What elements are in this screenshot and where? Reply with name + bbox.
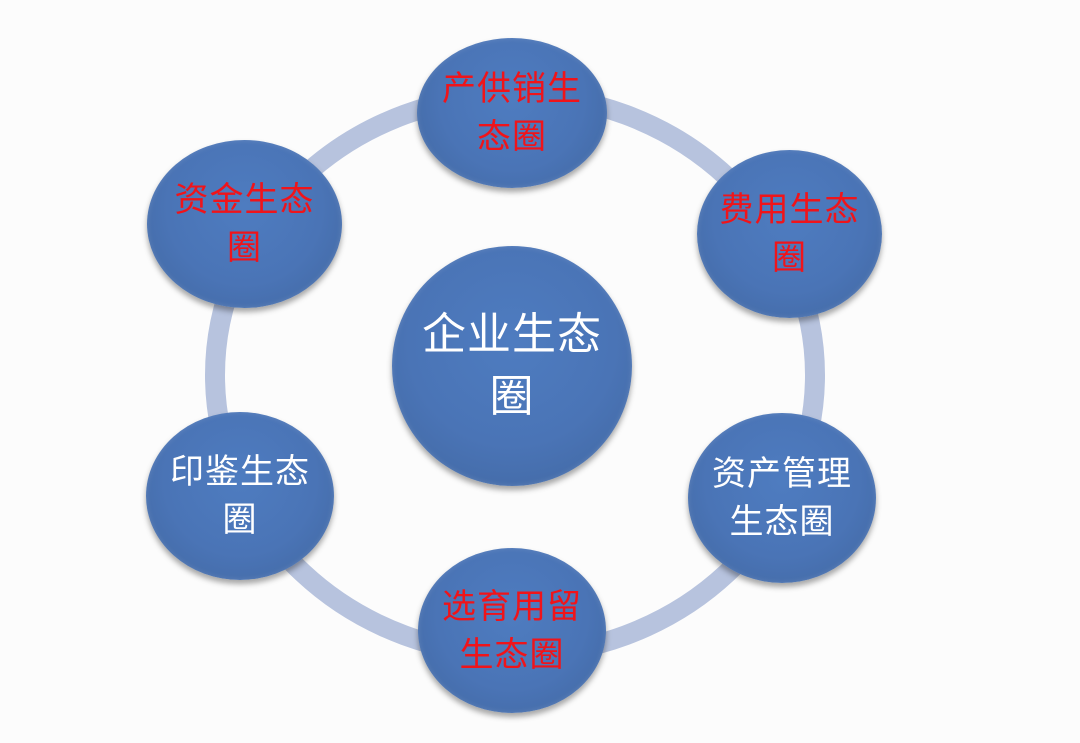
node-production-supply-sales: 产供销生态圈 bbox=[417, 38, 607, 188]
node-funds: 资金生态圈 bbox=[147, 140, 342, 308]
node-talent: 选育用留生态圈 bbox=[418, 548, 606, 713]
node-expense: 费用生态圈 bbox=[697, 150, 882, 318]
node-seal: 印鉴生态圈 bbox=[146, 412, 334, 580]
node-label: 产供销生态圈 bbox=[442, 69, 582, 157]
node-label: 印鉴生态圈 bbox=[170, 452, 310, 540]
node-label: 资产管理生态圈 bbox=[712, 454, 852, 542]
center-node-label: 企业生态圈 bbox=[422, 309, 602, 422]
node-asset-management: 资产管理生态圈 bbox=[688, 413, 876, 583]
node-label: 资金生态圈 bbox=[174, 180, 315, 268]
node-label: 选育用留生态圈 bbox=[442, 586, 582, 675]
node-label: 费用生态圈 bbox=[719, 190, 860, 278]
center-node: 企业生态圈 bbox=[392, 246, 632, 486]
